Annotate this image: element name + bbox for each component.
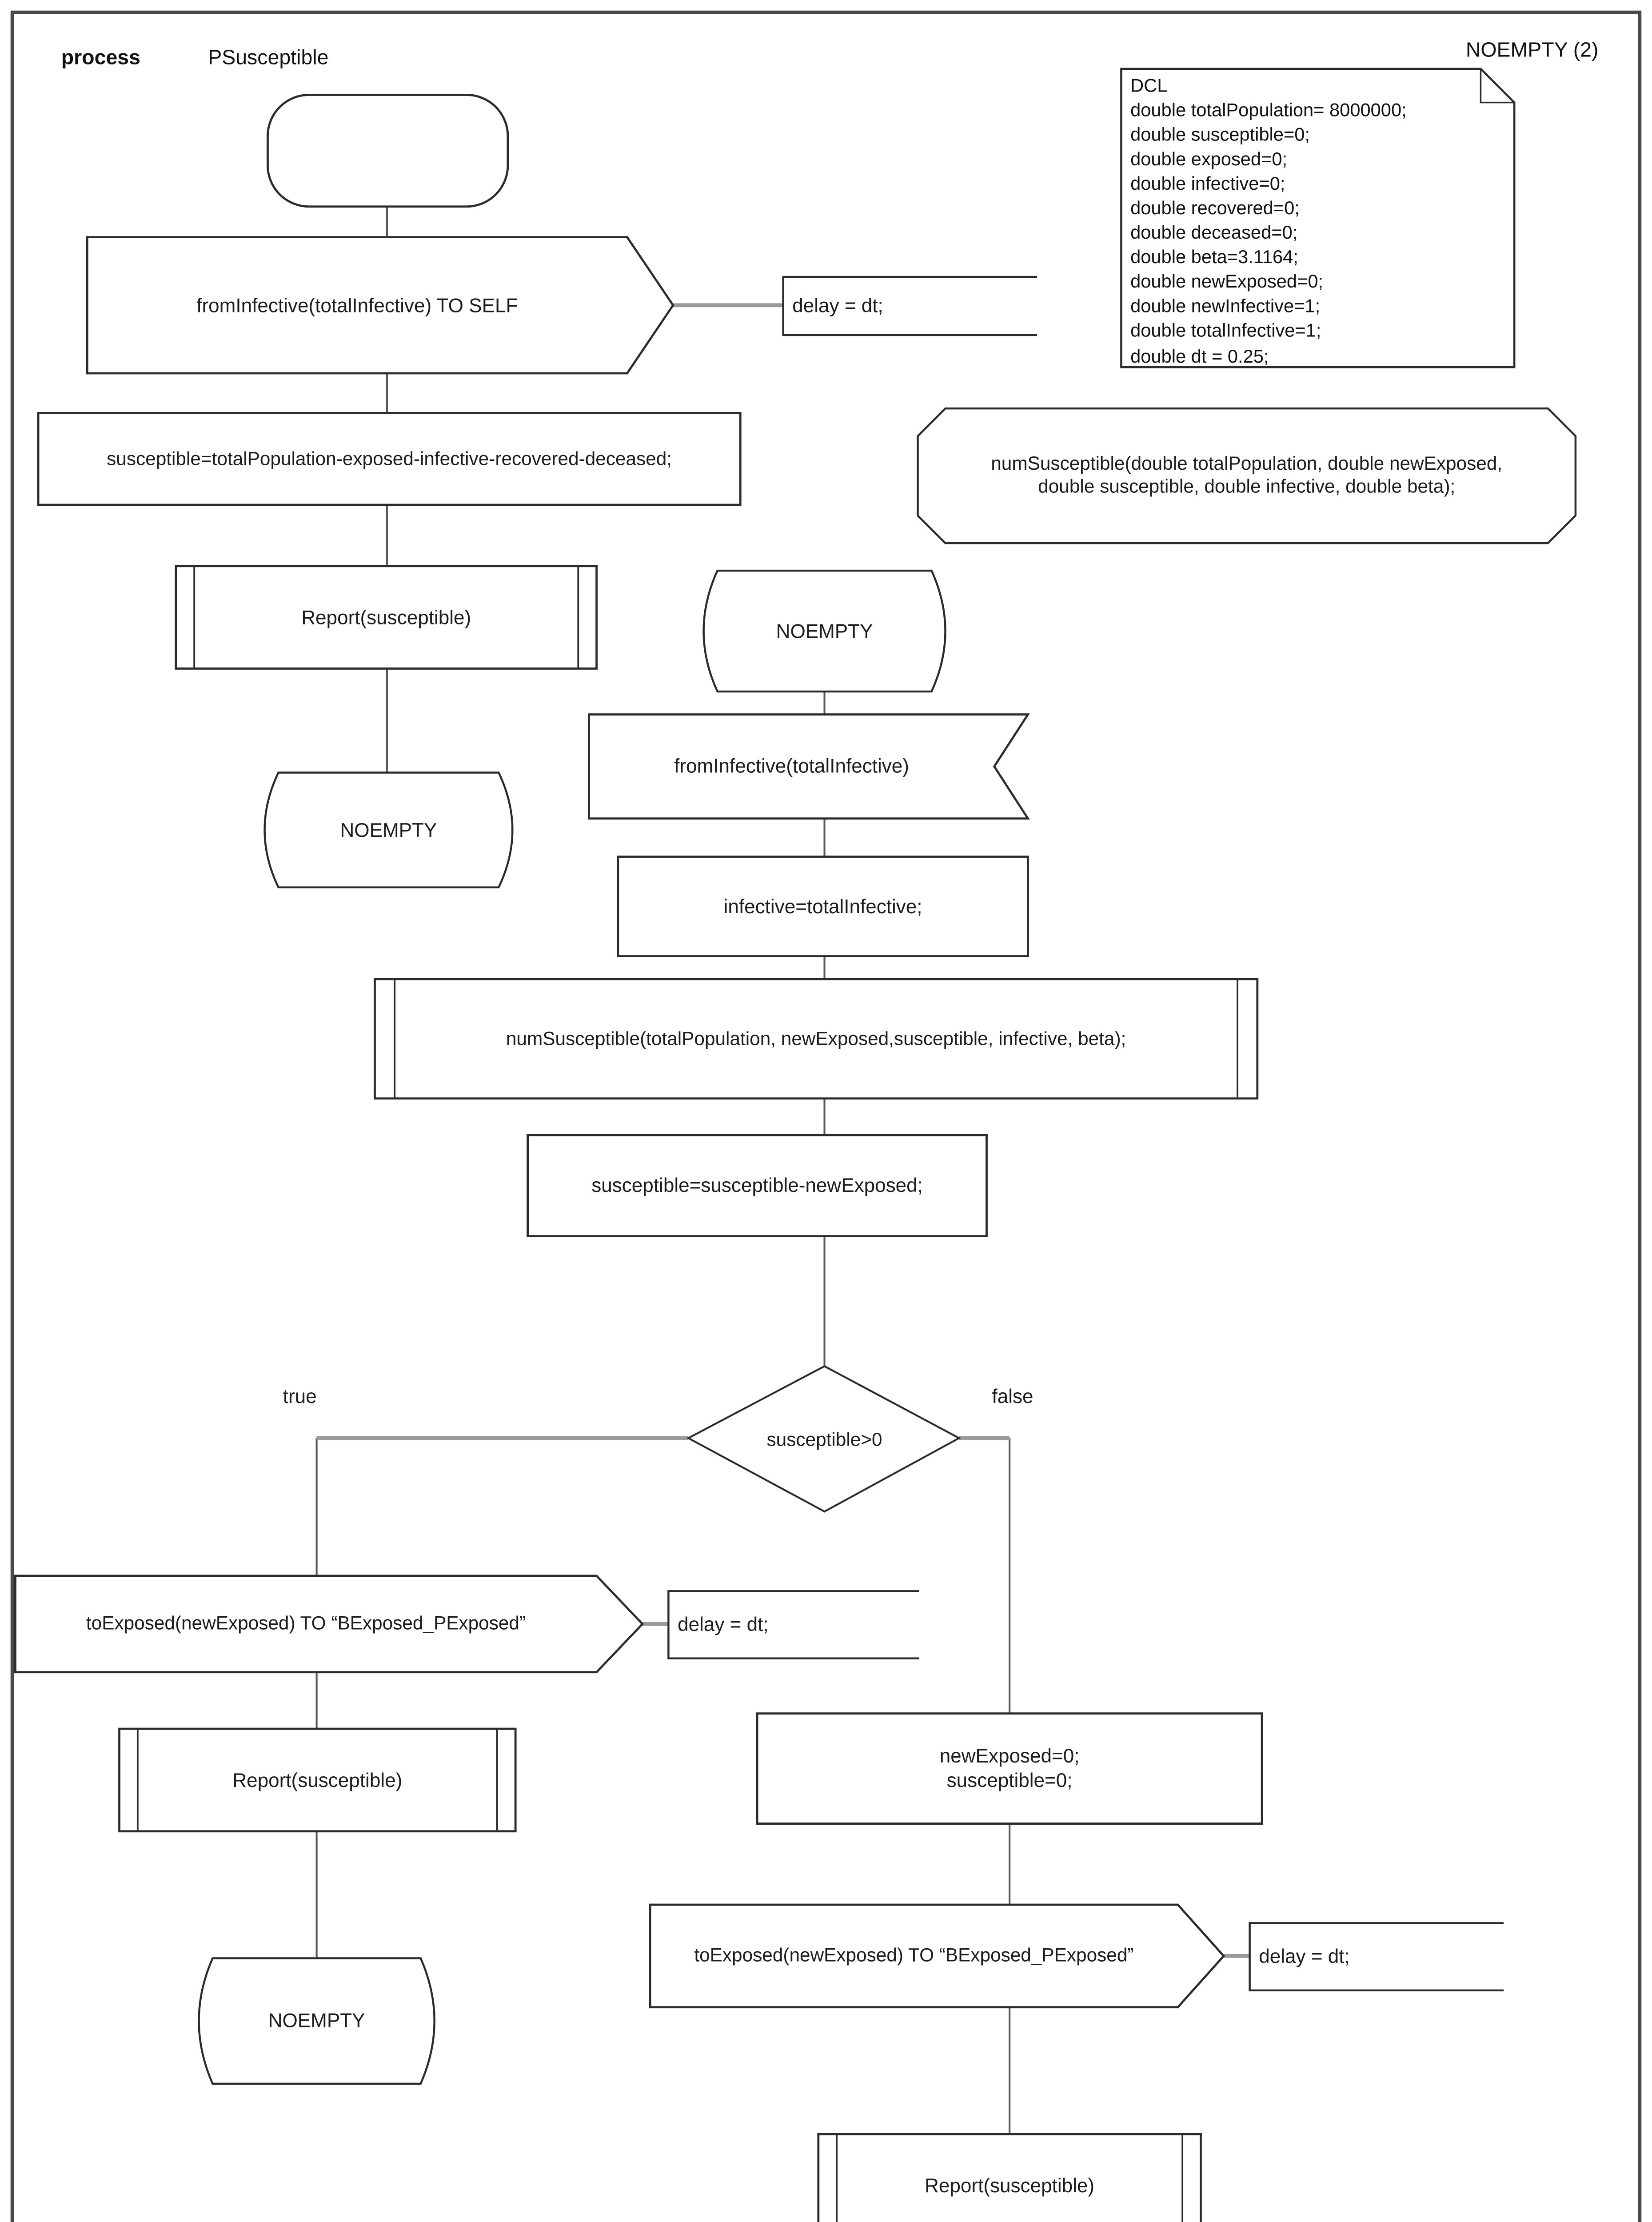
dcl-line: double beta=3.1164; <box>1130 247 1298 268</box>
dcl-line: double newExposed=0; <box>1130 271 1324 293</box>
procedure-declaration-label: numSusceptible(double totalPopulation, d… <box>918 408 1576 543</box>
decision-diamond-shape <box>686 1365 961 1513</box>
procedure-report-1-shape <box>175 565 598 670</box>
task-reset-shape <box>756 1712 1263 1825</box>
decision-condition-label: susceptible>0 <box>766 1428 882 1450</box>
task-reset-line2: susceptible=0; <box>946 1768 1073 1792</box>
task-assign-infective-shape <box>617 855 1029 958</box>
output-toexposed-true-label: toExposed(newExposed) TO “BExposed_PExpo… <box>86 1612 526 1634</box>
comment-delay-label: delay = dt; <box>678 1613 769 1636</box>
procedure-declaration-line2: double susceptible, double infective, do… <box>1038 476 1456 497</box>
branch-false-label: false <box>992 1385 1033 1408</box>
diagram-kind-label: process <box>61 46 140 69</box>
output-toexposed-false-label: toExposed(newExposed) TO “BExposed_PExpo… <box>694 1944 1134 1966</box>
state-noempty-label: NOEMPTY <box>340 818 437 841</box>
state-noempty-label: NOEMPTY <box>776 619 873 642</box>
dcl-note-shape <box>1120 68 1516 368</box>
dcl-line: DCL <box>1130 75 1168 96</box>
note-fold-icon <box>1480 68 1515 104</box>
comment-delay-label: delay = dt; <box>792 294 883 317</box>
output-signal-to-self-label: fromInfective(totalInfective) TO SELF <box>196 293 518 316</box>
procedure-report-label: Report(susceptible) <box>232 1768 403 1791</box>
output-signal-to-self-shape <box>86 236 674 375</box>
comment-bracket <box>1249 1922 1504 1992</box>
task-subtract-newexposed-label: susceptible=susceptible-newExposed; <box>591 1174 923 1197</box>
dcl-line: double infective=0; <box>1130 173 1285 195</box>
dcl-line: double dt = 0.25; <box>1130 345 1269 367</box>
task-reset-label: newExposed=0; susceptible=0; <box>757 1714 1262 1824</box>
page-frame <box>10 10 1642 2222</box>
procedure-declaration-line1: numSusceptible(double totalPopulation, d… <box>991 453 1503 475</box>
dcl-line: double totalInfective=1; <box>1130 320 1321 342</box>
connectors-group <box>315 206 1011 2134</box>
input-signal-label: fromInfective(totalInfective) <box>674 754 909 778</box>
task-reset-line1: newExposed=0; <box>939 1744 1080 1768</box>
state-noempty-1-shape <box>263 771 514 888</box>
output-toexposed-true-shape <box>14 1575 644 1674</box>
procedure-report-2-shape <box>118 1727 517 1833</box>
procedure-call-numsusceptible-label: numSusceptible(totalPopulation, newExpos… <box>506 1027 1126 1049</box>
input-signal-shape <box>587 713 1030 820</box>
procedure-declaration-shape <box>917 407 1577 544</box>
branch-links-group <box>316 303 1250 1958</box>
dcl-line: double recovered=0; <box>1130 197 1300 220</box>
procedure-report-label: Report(susceptible) <box>301 605 471 628</box>
state-noempty-2-shape <box>702 569 946 693</box>
comment-bracket <box>667 1590 920 1660</box>
procedure-call-numsusceptible-shape <box>374 978 1259 1100</box>
dcl-line: double newInfective=1; <box>1130 296 1321 318</box>
page-ref-label: NOEMPTY (2) <box>1465 38 1599 61</box>
dcl-note-text: DCL double totalPopulation= 8000000; dou… <box>1130 73 1507 368</box>
output-toexposed-false-shape <box>649 1903 1225 2009</box>
dcl-line: double deceased=0; <box>1130 222 1298 244</box>
state-noempty-label: NOEMPTY <box>268 2009 365 2032</box>
task-calc-susceptible-shape <box>37 412 742 506</box>
dcl-line: double totalPopulation= 8000000; <box>1130 99 1407 121</box>
comment-bracket <box>782 276 1037 336</box>
state-noempty-3-shape <box>198 1957 435 2085</box>
process-name-label: PSusceptible <box>208 46 329 69</box>
task-calc-susceptible-label: susceptible=totalPopulation-exposed-infe… <box>107 447 672 469</box>
branch-true-label: true <box>283 1385 317 1408</box>
dcl-line: double exposed=0; <box>1130 148 1288 170</box>
dcl-line: double susceptible=0; <box>1130 124 1310 146</box>
task-assign-infective-label: infective=totalInfective; <box>723 894 922 918</box>
comment-delay-label: delay = dt; <box>1259 1945 1350 1968</box>
procedure-report-label: Report(susceptible) <box>925 2173 1095 2197</box>
start-symbol <box>267 94 509 208</box>
task-subtract-newexposed-shape <box>527 1134 988 1238</box>
procedure-report-3-shape <box>817 2133 1202 2222</box>
